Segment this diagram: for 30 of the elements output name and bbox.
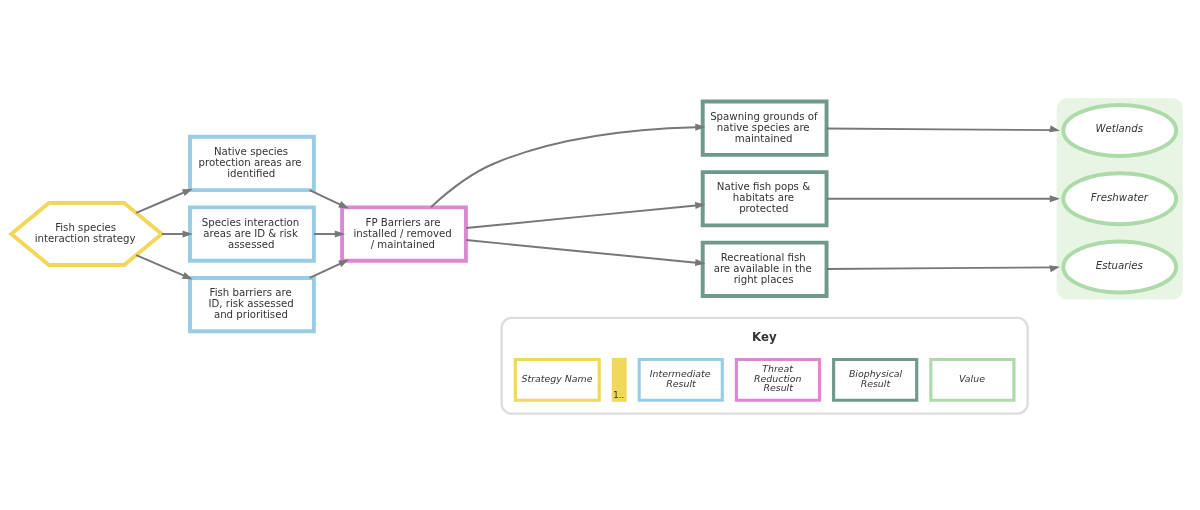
arrow <box>825 195 1060 203</box>
node-box: FP Barriers are installed / removed / maintained <box>340 205 468 263</box>
node-ellipse: Estuaries <box>1061 239 1179 295</box>
legend-label: Value <box>959 372 985 384</box>
arrow <box>160 230 193 238</box>
arrow <box>308 189 349 209</box>
legend-label: Strategy Name <box>521 372 593 384</box>
legend-label: Biophysical Result <box>848 368 903 389</box>
node-box: Fish barriers are ID, risk assessed and prioritised <box>188 275 316 334</box>
arrow <box>135 188 193 214</box>
node-box: Recreational fish are available in the right places <box>700 240 829 298</box>
legend-label: Threat Reduction Result <box>754 363 802 394</box>
arrow <box>429 123 706 209</box>
node-box: Spawning grounds of native species are maintained <box>700 99 829 157</box>
arrow <box>825 125 1060 133</box>
node-ellipse: Freshwater <box>1061 171 1179 227</box>
arrow <box>308 259 349 279</box>
arrow <box>135 254 193 280</box>
label: 1.. <box>613 389 625 400</box>
cluster <box>1056 98 1183 300</box>
legend-label: Intermediate Result <box>649 368 711 389</box>
label: Key <box>752 329 777 344</box>
node-box: Native species protection areas are identified <box>188 134 316 193</box>
arrow <box>465 201 706 229</box>
arrow <box>825 265 1060 273</box>
node-ellipse: Wetlands <box>1061 103 1179 158</box>
node-box: Species interaction areas are ID & risk assessed <box>188 205 316 263</box>
arrow <box>312 230 346 238</box>
node-box: Native fish pops & habitats are protected <box>700 170 829 228</box>
arrow <box>465 239 706 267</box>
